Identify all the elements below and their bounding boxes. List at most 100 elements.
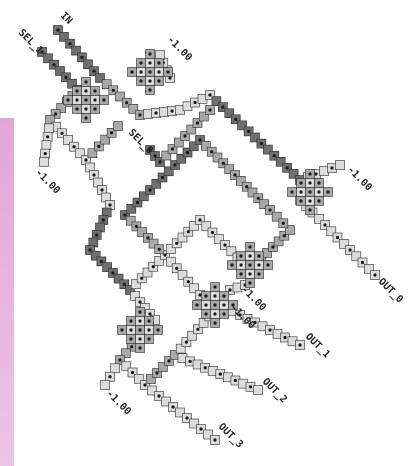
wire-tile-dot: [222, 294, 225, 297]
wire-tile-dot: [173, 163, 176, 166]
wire-tile-dot: [156, 328, 159, 331]
wire-tile-dot: [213, 438, 216, 441]
wire-tile-dot: [373, 273, 376, 276]
label-sel-0: SEL_0: [126, 127, 155, 156]
wire-tile-dot: [157, 70, 160, 73]
wire-tile-dot: [84, 107, 87, 110]
wire-tile: [320, 167, 329, 176]
wire-tile-dot: [84, 158, 87, 161]
wire-tile-dot: [108, 375, 111, 378]
wire-tile: [40, 158, 49, 167]
label-value-top: -1.00: [165, 34, 194, 63]
wire-tile-dot: [266, 263, 269, 266]
wire-tile-dot: [234, 379, 237, 382]
wire-tile-dot: [84, 80, 87, 83]
wire-tile-dot: [84, 89, 87, 92]
wire-tile-dot: [147, 328, 150, 331]
wire-tile-dot: [299, 199, 302, 202]
wire-tile-dot: [52, 63, 55, 66]
wire-tile-dot: [234, 118, 237, 121]
wire-tile-dot: [223, 243, 226, 246]
wire-tile-dot: [308, 172, 311, 175]
wire-tile-dot: [148, 61, 151, 64]
wire-tile-dot: [230, 263, 233, 266]
wire-tile-dot: [158, 248, 161, 251]
wire-tile: [44, 124, 53, 133]
wire-tile-dot: [248, 272, 251, 275]
wire-tile: [160, 108, 169, 117]
wire-tile-dot: [120, 328, 123, 331]
wire-tile-dot: [161, 176, 164, 179]
wire-tile-dot: [56, 28, 59, 31]
wire-tile-dot: [248, 263, 251, 266]
wire-tile-dot: [299, 190, 302, 193]
wire-tile-dot: [171, 405, 174, 408]
wire-tile-dot: [239, 254, 242, 257]
wire-tile-dot: [129, 328, 132, 331]
wire-tile-dot: [148, 52, 151, 55]
wire-tile-dot: [80, 56, 83, 59]
wire-tile-dot: [213, 312, 216, 315]
wire-tile-dot: [72, 145, 75, 148]
wire-tile: [101, 381, 110, 390]
wire-tile-dot: [323, 223, 326, 226]
wire-tile-dot: [143, 383, 146, 386]
label-value-right: -1.00: [345, 164, 374, 193]
wire-tile-dot: [268, 208, 271, 211]
wire-tile-dot: [167, 359, 170, 362]
wire-tile-dot: [168, 76, 171, 79]
wire-tile-dot: [125, 101, 128, 104]
wire-tile-dot: [66, 98, 69, 101]
wire-tile-dot: [213, 303, 216, 306]
label-out-1: OUT_1: [303, 331, 332, 360]
wire-tile: [114, 122, 123, 131]
wire-tile-dot: [248, 254, 251, 257]
wire-tile-dot: [222, 312, 225, 315]
wire-tile-dot: [268, 328, 271, 331]
wire-tile-dot: [84, 116, 87, 119]
wire-tile-dot: [213, 321, 216, 324]
wire-tile-dot: [326, 190, 329, 193]
wire-tile-dot: [239, 263, 242, 266]
wire-tile-dot: [46, 135, 49, 138]
wire-tile-dot: [108, 203, 111, 206]
wire-tile-dot: [102, 218, 105, 221]
wire-tile-dot: [221, 106, 224, 109]
wire-tile-dot: [170, 109, 173, 112]
wire-tile-dot: [273, 154, 276, 157]
wire-tile-dot: [198, 218, 201, 221]
wire-tile-dot: [196, 328, 199, 331]
wire-tile-dot: [138, 310, 141, 313]
wire-tile-dot: [157, 61, 160, 64]
wire-tile-dot: [195, 303, 198, 306]
wire-tile-dot: [193, 101, 196, 104]
wire-tile-dot: [199, 427, 202, 430]
wire-tile-dot: [75, 98, 78, 101]
wire-tile-dot: [185, 416, 188, 419]
label-out-3: OUT_3: [216, 421, 245, 450]
wire-tile-dot: [257, 272, 260, 275]
wire-tile-dot: [183, 134, 186, 137]
wire-tile-dot: [155, 371, 158, 374]
wire-tile-dot: [336, 236, 339, 239]
wire-tile-dot: [148, 70, 151, 73]
wire-tile-dot: [286, 166, 289, 169]
wire-tile-dot: [314, 172, 317, 175]
wire-tile-dot: [299, 181, 302, 184]
label-value-bottom: -1.00: [104, 388, 133, 417]
wire-tile-dot: [54, 112, 57, 115]
wire-tile-dot: [130, 345, 133, 348]
wire-tile-dot: [44, 152, 47, 155]
wire-tile-dot: [131, 371, 134, 374]
label-out-0: OUT_0: [376, 276, 405, 305]
wire-tile-dot: [283, 336, 286, 339]
wire-tile-dot: [298, 343, 301, 346]
wire-tile-dot: [118, 358, 121, 361]
wire-tile-dot: [348, 248, 351, 251]
wire-tile-dot: [139, 79, 142, 82]
wire-tile-dot: [308, 181, 311, 184]
wire-tile-dot: [204, 312, 207, 315]
wire-tile-dot: [93, 89, 96, 92]
wire-tile-dot: [68, 42, 71, 45]
